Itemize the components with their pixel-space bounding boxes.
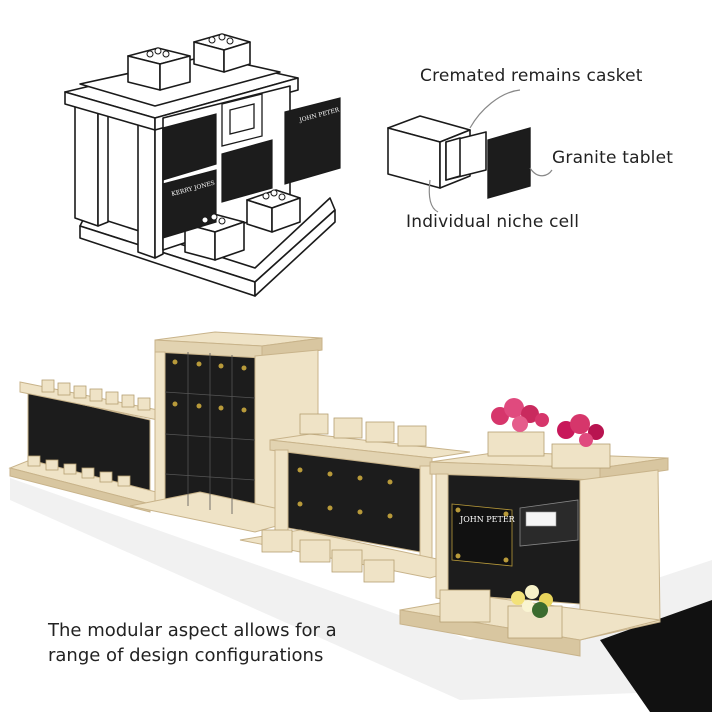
drawing-niche-1	[162, 113, 217, 181]
drawing-left-post	[74, 101, 99, 227]
caption: The modular aspect allows for a range of…	[48, 620, 337, 666]
drawing-niche-3	[221, 139, 273, 203]
front-plaque	[451, 503, 513, 567]
drawing-middle-post	[137, 117, 156, 259]
front-plaque-name: JOHN PETER	[459, 515, 516, 524]
label-individual-niche-cell: Individual niche cell	[406, 212, 580, 232]
label-cremated-remains-casket: Cremated remains casket	[420, 66, 643, 86]
drawing-granite-tablet-open	[284, 97, 341, 185]
exploded-granite-tablet	[487, 127, 531, 199]
label-granite-tablet: Granite tablet	[552, 148, 674, 168]
